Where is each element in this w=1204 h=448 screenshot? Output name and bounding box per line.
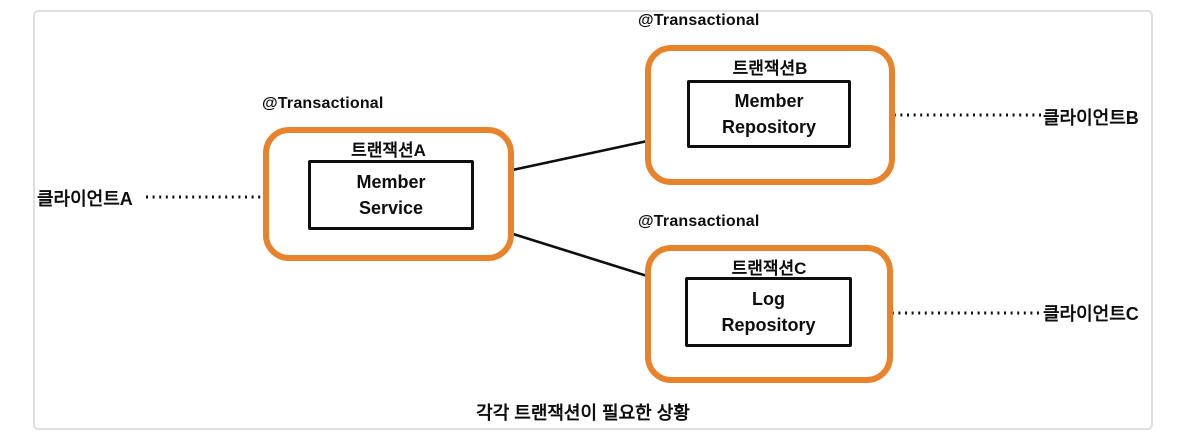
log-repository-line1: Log	[752, 288, 785, 309]
log-repository-line2: Repository	[721, 315, 816, 335]
transactional-annotation-c: @Transactional	[638, 213, 760, 230]
member-service-line2: Service	[358, 198, 424, 218]
transactional-annotation-a: @Transactional	[262, 95, 384, 112]
member-repository-line2: Repository	[721, 117, 817, 137]
transaction-label-a: 트랜잭션A	[351, 141, 426, 160]
transaction-label-c: 트랜잭션C	[731, 259, 807, 278]
member-repository-line1: Member	[734, 90, 804, 111]
member-service-line1: Member	[356, 171, 426, 192]
client-c-label: 클라이언트C	[1043, 304, 1139, 324]
transactional-annotation-b: @Transactional	[638, 12, 760, 29]
client-a-label: 클라이언트A	[37, 189, 133, 209]
member-service-box: Member Service	[308, 160, 474, 230]
member-repository-box: Member Repository	[687, 80, 851, 148]
diagram-outer-frame	[33, 10, 1153, 430]
log-repository-box: Log Repository	[685, 277, 852, 347]
diagram-caption: 각각 트랜잭션이 필요한 상황	[476, 403, 690, 423]
transaction-label-b: 트랜잭션B	[732, 59, 808, 78]
client-b-label: 클라이언트B	[1043, 108, 1139, 128]
